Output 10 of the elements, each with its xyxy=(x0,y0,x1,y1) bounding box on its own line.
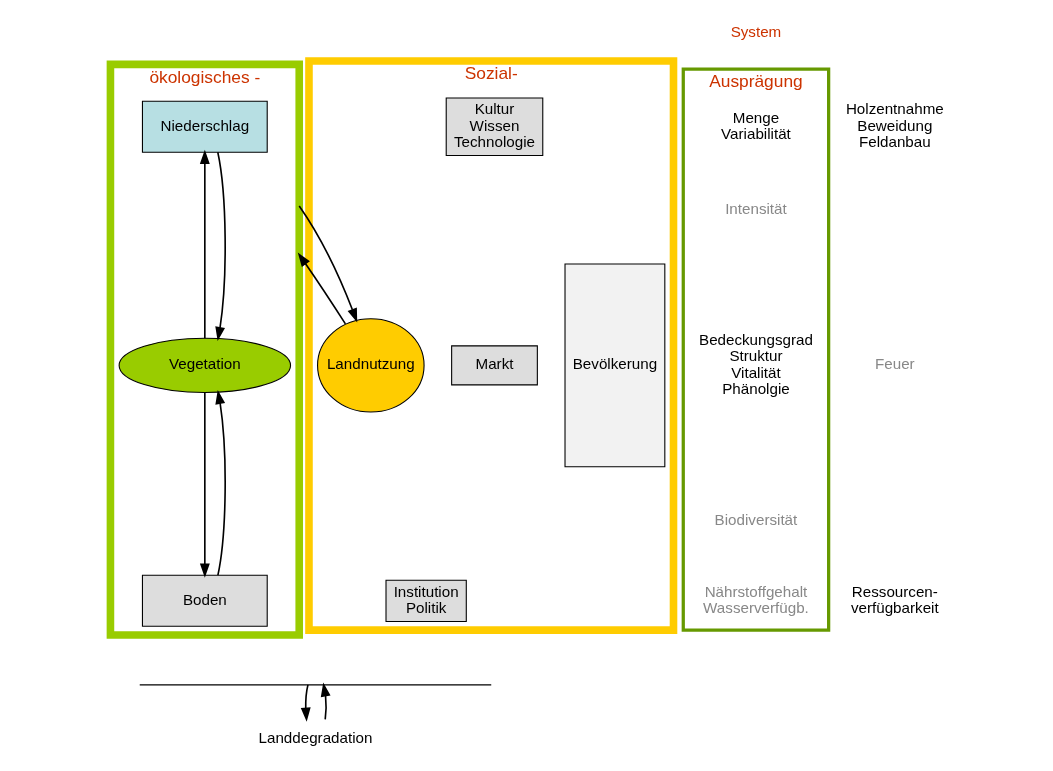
node-text: Landdegradation xyxy=(258,728,373,746)
label: Bedeckungsgrad Struktur Vitalität Phänolgie xyxy=(699,330,813,397)
label: Nährstoffgehalt Wasserverfügb. xyxy=(703,582,809,616)
label: Feuer xyxy=(875,354,915,372)
label: Menge Variabilität xyxy=(721,108,791,142)
label: Ressourcen- verfügbarkeit xyxy=(850,582,939,616)
label: Biodiversität xyxy=(714,510,798,528)
label: System xyxy=(730,22,782,40)
label: Intensität xyxy=(725,199,787,217)
label: Holzentnahme Beweidung Feldanbau xyxy=(845,99,944,150)
